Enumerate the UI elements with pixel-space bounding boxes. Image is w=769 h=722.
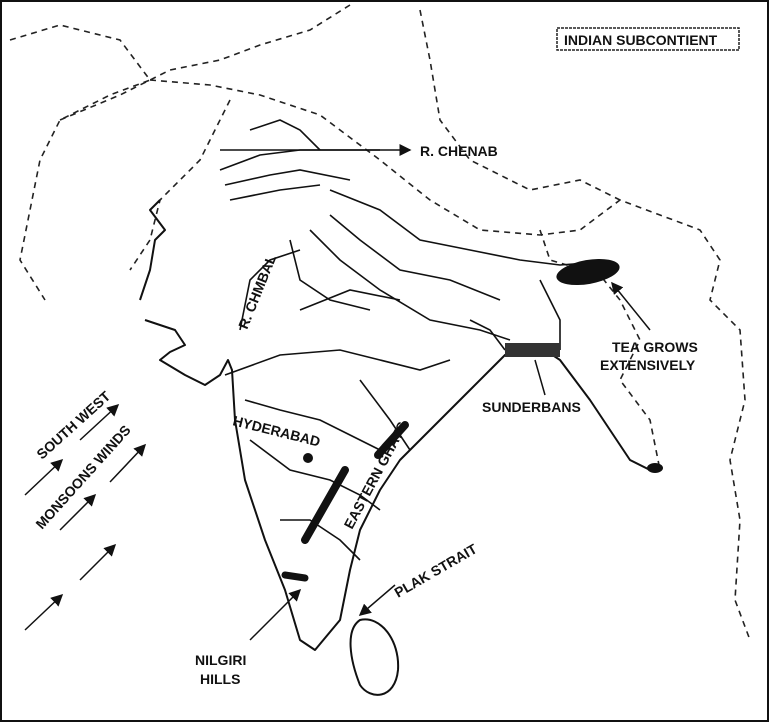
monsoon-wind-arrows: [24, 403, 147, 631]
palk-pointer-arrow: [358, 584, 396, 616]
map-title: INDIAN SUBCONTIENT: [564, 32, 718, 48]
tea-region-assam: [556, 258, 620, 286]
island-mark: [647, 463, 663, 473]
label-chenab: R. CHENAB: [420, 143, 498, 159]
sunderbans-hatch: [505, 343, 560, 357]
eastern-ghats-mark-2: [301, 466, 349, 544]
label-sunderbans: SUNDERBANS: [482, 399, 581, 415]
map-title-box: INDIAN SUBCONTIENT: [556, 27, 740, 51]
eastern-ghats-mark-1: [374, 421, 409, 459]
west-coast: [139, 199, 166, 301]
sri-lanka-outline: [349, 618, 400, 696]
label-tea-line1: TEA GROWS: [612, 339, 698, 355]
label-nilgiri-line1: NILGIRI: [195, 652, 246, 668]
hyderabad-dot: [303, 453, 313, 463]
label-nilgiri-line2: HILLS: [200, 671, 240, 687]
nilgiri-pointer-arrow: [249, 588, 302, 641]
nilgiri-hills-mark: [281, 571, 309, 582]
label-tea-line2: EXTENSIVELY: [600, 357, 696, 373]
tea-pointer-arrow: [611, 281, 651, 331]
sunderbans-pointer-line: [534, 359, 546, 396]
